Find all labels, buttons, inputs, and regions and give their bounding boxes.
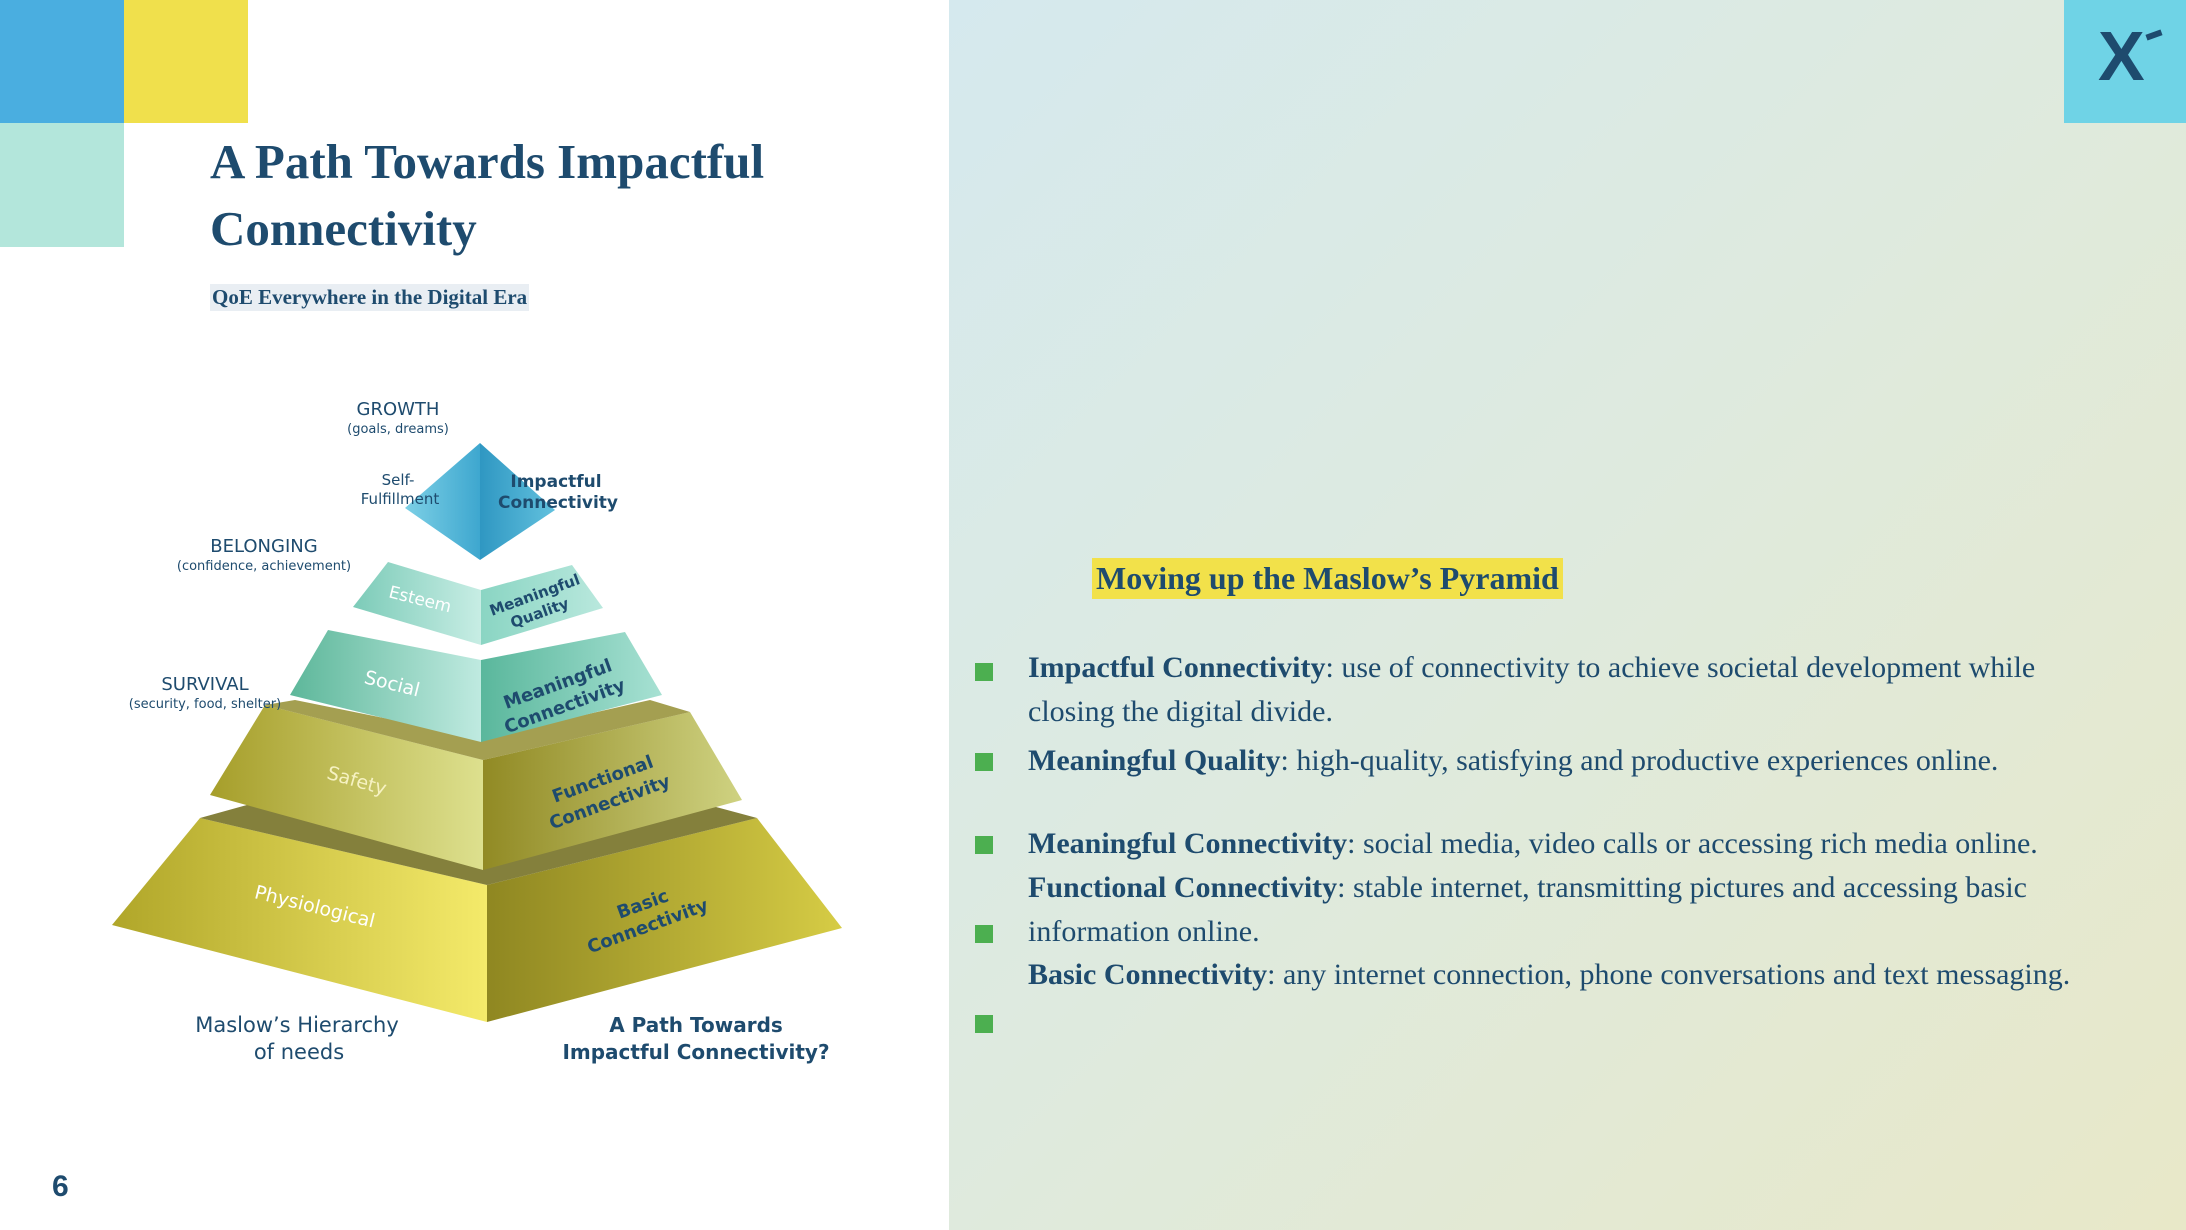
item-term: Functional Connectivity [1028, 871, 1338, 904]
logo-x-letter: X [2098, 17, 2145, 95]
item-term: Impactful Connectivity [1028, 651, 1326, 684]
decor-square-mint [0, 123, 124, 247]
page-number: 6 [52, 1170, 69, 1203]
slide-subtitle: QoE Everywhere in the Digital Era [210, 284, 530, 311]
brand-logo: X [2064, 0, 2186, 123]
item-term: Meaningful Connectivity [1028, 827, 1348, 860]
tier-impactful-connectivity-shape [480, 443, 555, 560]
decor-square-blue [0, 0, 124, 123]
item-text-line2: information online. [1028, 915, 1260, 948]
tier-self-fulfillment-shape [405, 443, 480, 560]
caption-maslow-line2: of needs [254, 1040, 344, 1064]
tier-safety-shape [210, 705, 483, 870]
item-text-line2: closing the digital divide. [1028, 695, 1333, 728]
bullet-marker [975, 836, 993, 854]
item-text: : any internet connection, phone convers… [1267, 958, 2071, 991]
item-text: : social media, video calls or accessing… [1347, 827, 2038, 860]
bullet-marker [975, 753, 993, 771]
tier-label-self: Self- [382, 471, 415, 489]
tier-label-impactful-connectivity: Connectivity [498, 493, 618, 513]
logo-accent-mark [2145, 29, 2163, 41]
caption-maslow-line1: Maslow’s Hierarchy [195, 1013, 399, 1037]
bullet-marker [975, 1015, 993, 1033]
item-text: : stable internet, transmitting pictures… [1337, 871, 2027, 904]
tier-label-impactful: Impactful [510, 472, 601, 492]
tier-functional-connectivity-shape [483, 712, 742, 870]
tier-2-top [265, 700, 690, 760]
level-label-belonging: BELONGING [210, 536, 317, 557]
caption-path-line2: Impactful Connectivity? [562, 1040, 829, 1064]
level-detail-growth: (goals, dreams) [347, 422, 449, 437]
tier-physiological-shape [112, 818, 487, 1022]
level-detail-survival: (security, food, shelter) [129, 697, 281, 712]
tier-meaningful-connectivity-shape [481, 632, 662, 742]
level-label-growth: GROWTH [357, 399, 440, 420]
bullet-marker [975, 925, 993, 943]
level-label-survival: SURVIVAL [161, 674, 248, 695]
bullet-marker [975, 663, 993, 681]
decor-square-yellow [124, 0, 248, 123]
slide-title: A Path Towards Impactful Connectivity [210, 134, 765, 256]
item-term: Basic Connectivity [1028, 958, 1268, 991]
item-term: Meaningful Quality [1028, 744, 1281, 777]
right-panel [949, 0, 2186, 1230]
tier-meaningful-quality-shape [481, 565, 603, 645]
level-detail-belonging: (confidence, achievement) [177, 559, 351, 574]
tier-esteem-shape [353, 562, 481, 645]
tier-label-fulfillment: Fulfillment [361, 490, 440, 508]
item-text: : high-quality, satisfying and productiv… [1280, 744, 1999, 777]
caption-path-line1: A Path Towards [609, 1013, 783, 1037]
section-heading: Moving up the Maslow’s Pyramid [1092, 558, 1563, 599]
item-text: : use of connectivity to achieve societa… [1325, 651, 2036, 684]
tier-basic-connectivity-shape [487, 818, 842, 1022]
maslow-pyramid-diagram: GROWTH (goals, dreams) BELONGING (confid… [112, 399, 842, 1064]
tier-social-shape [290, 630, 481, 742]
